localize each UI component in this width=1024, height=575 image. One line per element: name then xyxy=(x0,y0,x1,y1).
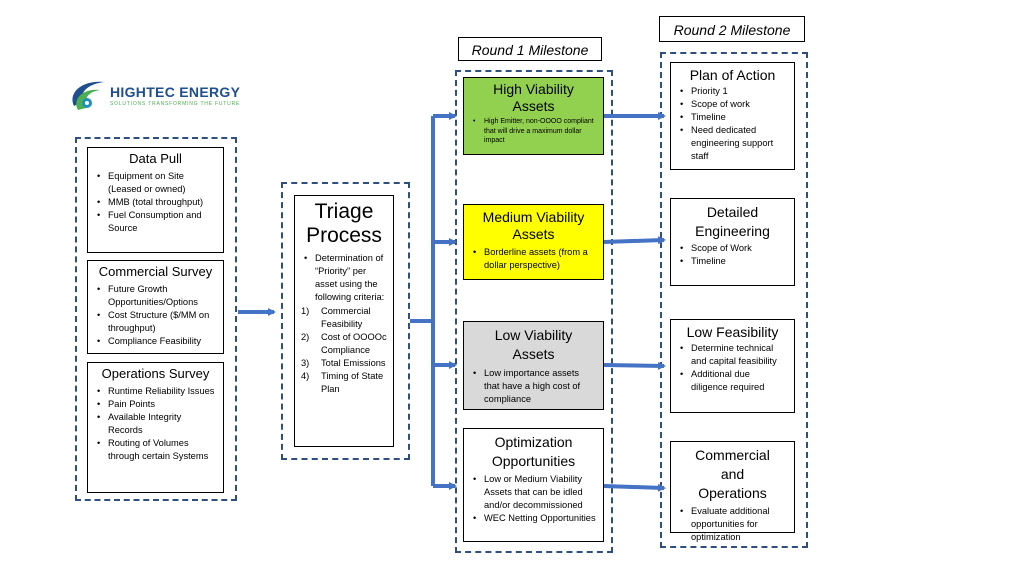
criteria-item: 4)Timing of State Plan xyxy=(301,371,384,394)
list-item: Additional due diligence required xyxy=(677,368,788,394)
operations-survey-list: Runtime Reliability Issues Pain Points A… xyxy=(94,385,217,463)
commercial-survey-list: Future Growth Opportunities/Options Cost… xyxy=(94,283,217,348)
list-item: Fuel Consumption and Source xyxy=(94,209,217,235)
operations-survey-title: Operations Survey xyxy=(101,366,210,381)
data-pull-list: Equipment on Site (Leased or owned) MMB … xyxy=(94,170,217,235)
data-pull-box: Data Pull Equipment on Site (Leased or o… xyxy=(87,147,224,253)
plan-of-action-box: Plan of Action Priority 1 Scope of work … xyxy=(670,62,795,170)
criteria-item: 3)Total Emissions xyxy=(301,358,386,368)
list-item: Priority 1 xyxy=(677,85,788,98)
round2-milestone-label: Round 2 Milestone xyxy=(659,16,805,42)
criteria-item: 2)Cost of OOOOc Compliance xyxy=(301,332,387,355)
list-item: MMB (total throughput) xyxy=(94,196,217,209)
commercial-operations-title: Commercial and Operations xyxy=(695,447,770,501)
low-feasibility-box: Low Feasibility Determine technical and … xyxy=(670,319,795,413)
triage-title-line1: Triage xyxy=(314,200,374,223)
company-logo xyxy=(66,76,256,116)
triage-intro: Determination of “Priority” per asset us… xyxy=(301,252,387,304)
list-item: High Emitter, non-OOOO compliant that wi… xyxy=(470,117,597,146)
round1-group xyxy=(455,70,613,553)
list-item: Low or Medium Viability Assets that can … xyxy=(470,473,597,512)
list-item: Runtime Reliability Issues xyxy=(94,385,217,398)
data-pull-title: Data Pull xyxy=(129,151,182,166)
triage-process-box: Triage Process Determination of “Priorit… xyxy=(294,195,394,447)
list-item: Determine technical and capital feasibil… xyxy=(677,342,788,368)
criteria-item: 1)Commercial Feasibility xyxy=(301,306,371,329)
arrow-optimization-to-commercial xyxy=(603,483,666,492)
operations-survey-box: Operations Survey Runtime Reliability Is… xyxy=(87,362,224,493)
list-item: Compliance Feasibility xyxy=(94,335,217,348)
triage-title-line2: Process xyxy=(306,224,382,247)
low-feasibility-list: Determine technical and capital feasibil… xyxy=(677,342,788,394)
triage-group xyxy=(281,182,410,460)
commercial-operations-list: Evaluate additional opportunities for op… xyxy=(677,505,788,544)
list-item: Equipment on Site (Leased or owned) xyxy=(94,170,217,196)
low-viability-list: Low importance assets that have a high c… xyxy=(470,367,597,406)
round1-milestone-label: Round 1 Milestone xyxy=(458,37,602,61)
list-item: Scope of Work xyxy=(677,242,788,255)
list-item: Future Growth Opportunities/Options xyxy=(94,283,217,309)
triage-title: Triage Process xyxy=(301,200,387,248)
plan-of-action-title: Plan of Action xyxy=(689,67,776,83)
low-viability-title: Low Viability Assets xyxy=(494,327,573,362)
commercial-survey-box: Commercial Survey Future Growth Opportun… xyxy=(87,260,224,354)
list-item: Cost Structure ($/MM on throughput) xyxy=(94,309,217,335)
medium-viability-box: Medium Viability Assets Borderline asset… xyxy=(463,204,604,280)
list-item: Need dedicated engineering support staff xyxy=(677,124,788,163)
triage-intro-list: Determination of “Priority” per asset us… xyxy=(301,252,387,304)
low-viability-box: Low Viability Assets Low importance asse… xyxy=(463,321,604,410)
logo-tagline: SOLUTIONS TRANSFORMING THE FUTURE xyxy=(110,101,241,107)
logo-title: HIGHTEC ENERGY xyxy=(110,84,241,100)
plan-of-action-list: Priority 1 Scope of work Timeline Need d… xyxy=(677,85,788,163)
logo-swirl-icon xyxy=(72,81,104,110)
commercial-operations-box: Commercial and Operations Evaluate addit… xyxy=(670,441,795,542)
list-item: Routing of Volumes through certain Syste… xyxy=(94,437,217,463)
detailed-engineering-list: Scope of Work Timeline xyxy=(677,242,788,268)
list-item: Evaluate additional opportunities for op… xyxy=(677,505,788,544)
list-item: Borderline assets (from a dollar perspec… xyxy=(470,246,597,272)
triage-criteria-list: 1)Commercial Feasibility 2)Cost of OOOOc… xyxy=(301,305,387,396)
optimization-list: Low or Medium Viability Assets that can … xyxy=(470,473,597,525)
detailed-engineering-box: Detailed Engineering Scope of Work Timel… xyxy=(670,198,795,286)
round2-group xyxy=(660,52,808,548)
list-item: Available Integrity Records xyxy=(94,411,217,437)
list-item: Low importance assets that have a high c… xyxy=(470,367,597,406)
list-item: WEC Netting Opportunities xyxy=(470,512,597,525)
detailed-engineering-title: Detailed Engineering xyxy=(695,204,770,239)
high-viability-title: High Viability Assets xyxy=(493,81,574,114)
arrow-low-to-feasibility xyxy=(603,361,666,370)
high-viability-box: High Viability Assets High Emitter, non-… xyxy=(463,77,604,155)
list-item: Timeline xyxy=(677,111,788,124)
medium-viability-list: Borderline assets (from a dollar perspec… xyxy=(470,246,597,272)
list-item: Scope of work xyxy=(677,98,788,111)
input-surveys-group xyxy=(75,137,237,501)
medium-viability-title: Medium Viability Assets xyxy=(482,209,585,242)
commercial-survey-title: Commercial Survey xyxy=(98,264,213,279)
optimization-box: Optimization Opportunities Low or Medium… xyxy=(463,428,604,542)
optimization-title: Optimization Opportunities xyxy=(491,434,576,469)
list-item: Timeline xyxy=(677,255,788,268)
high-viability-list: High Emitter, non-OOOO compliant that wi… xyxy=(470,117,597,146)
low-feasibility-title: Low Feasibility xyxy=(686,324,779,340)
arrow-medium-to-engineering xyxy=(603,236,666,245)
list-item: Pain Points xyxy=(94,398,217,411)
